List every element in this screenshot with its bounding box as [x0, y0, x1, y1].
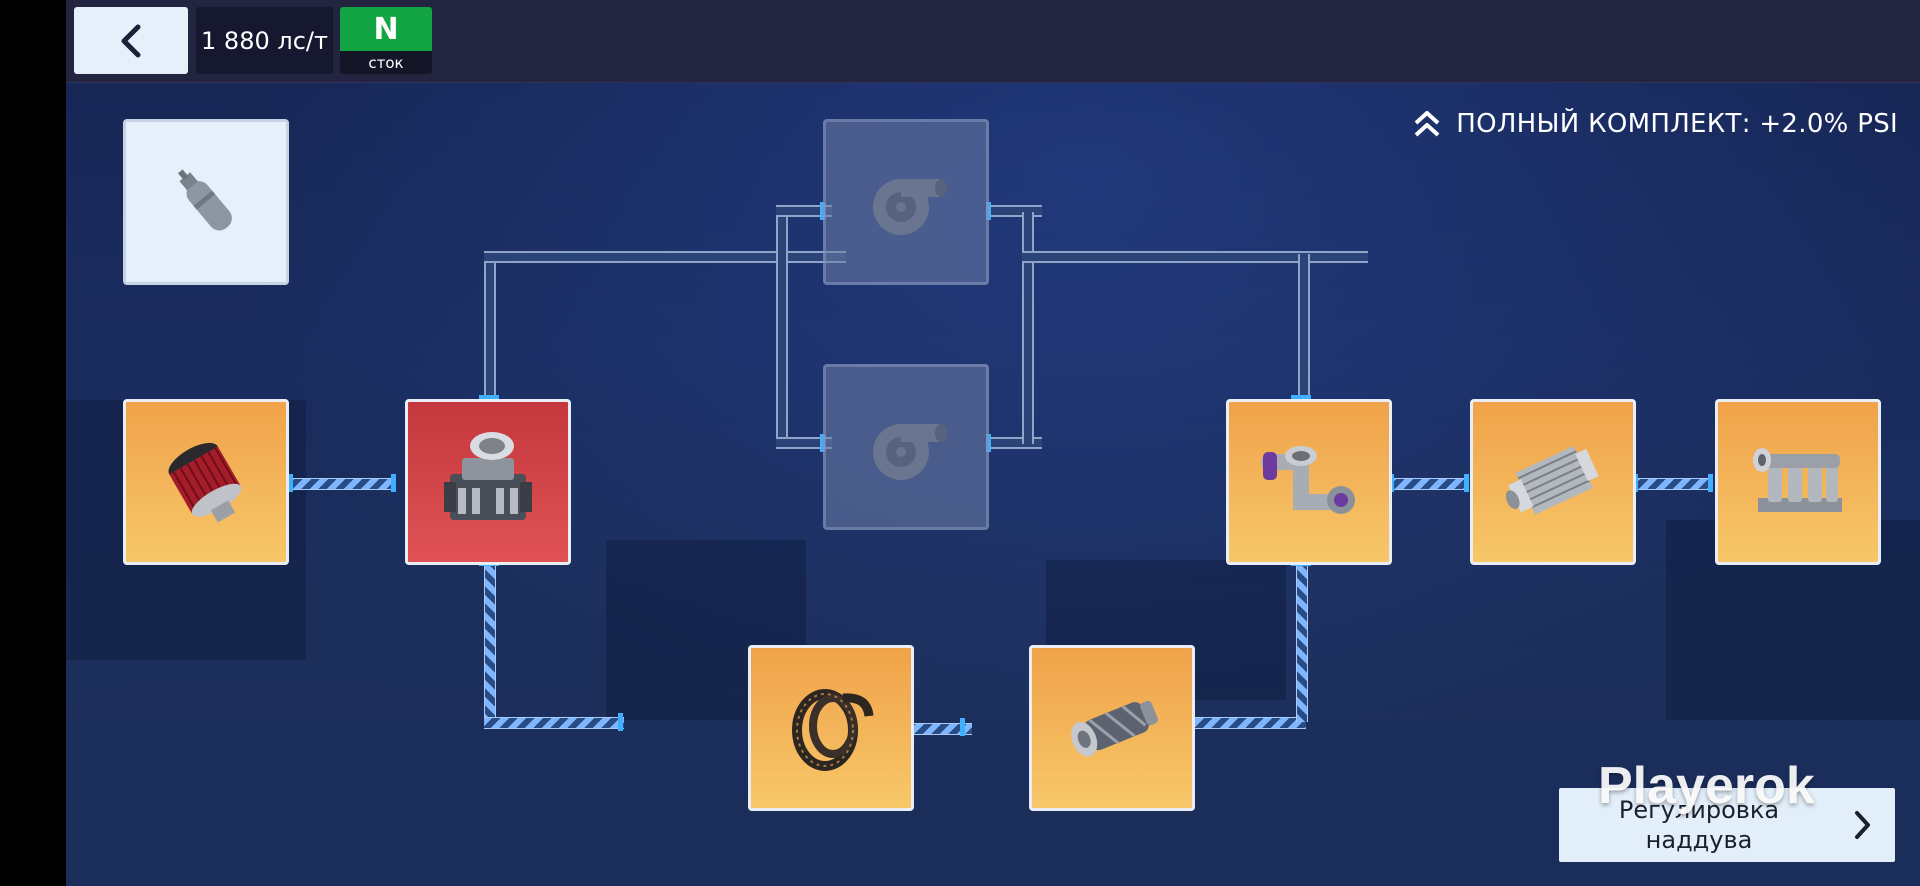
- turbo-kit-icon: [1261, 446, 1355, 514]
- connector-port: [1708, 474, 1713, 492]
- part-tile-intercooler[interactable]: [1470, 399, 1636, 565]
- pipe-segment: [776, 205, 832, 217]
- nitrous-bottle-icon: [177, 169, 232, 231]
- pipe-segment: [484, 251, 846, 263]
- air-filter-icon: [168, 442, 242, 523]
- part-tile-turbo-bottom[interactable]: [823, 364, 989, 530]
- part-tile-air-filter[interactable]: [123, 399, 289, 565]
- full-set-bonus-text: ПОЛНЫЙ КОМПЛЕКТ: +2.0% PSI: [1456, 109, 1898, 139]
- connector-port: [820, 434, 825, 452]
- part-tile-belt[interactable]: [748, 645, 914, 811]
- part-tile-turbo-kit[interactable]: [1226, 399, 1392, 565]
- intake-manifold-icon: [1753, 448, 1842, 512]
- full-set-bonus: ПОЛНЫЙ КОМПЛЕКТ: +2.0% PSI: [1412, 104, 1898, 144]
- connector-port: [1291, 395, 1311, 400]
- connector-port: [479, 395, 499, 400]
- pipe-segment: [1632, 478, 1708, 490]
- pipe-segment: [1022, 212, 1034, 444]
- part-tile-nitrous[interactable]: [123, 119, 289, 285]
- connector-port: [618, 713, 623, 731]
- pipe-segment: [1022, 251, 1368, 263]
- chevron-left-icon: [121, 24, 141, 57]
- connector-port: [288, 474, 293, 492]
- turbo-icon: [873, 179, 947, 235]
- belt-icon: [792, 689, 874, 771]
- gear-badge: N сток: [340, 7, 432, 74]
- tuning-screen: 1 880 лс/т N сток ПОЛНЫЙ КОМПЛЕКТ: +2.0%…: [66, 0, 1920, 886]
- connector-port: [820, 202, 825, 220]
- pipe-segment: [286, 478, 396, 490]
- connector-port: [391, 474, 396, 492]
- part-tile-supercharger[interactable]: [1029, 645, 1195, 811]
- part-tile-intake-manifold[interactable]: [1715, 399, 1881, 565]
- turbo-icon: [873, 424, 947, 480]
- pipe-segment: [1388, 478, 1464, 490]
- pipe-segment: [776, 437, 832, 449]
- gear-label: сток: [368, 53, 404, 72]
- boost-tuning-label: Регулировка наддува: [1618, 796, 1780, 854]
- pipe-segment: [1296, 562, 1308, 722]
- pipe-segment: [484, 562, 496, 722]
- part-tile-turbo-top[interactable]: [823, 119, 989, 285]
- pipe-segment: [1298, 254, 1310, 396]
- top-bar: 1 880 лс/т N сток: [66, 0, 1920, 83]
- watermark: Playerok: [1598, 757, 1815, 815]
- supercharger-icon: [1071, 700, 1158, 757]
- double-chevron-up-icon: [1414, 111, 1440, 137]
- chevron-right-icon: [1845, 808, 1879, 842]
- engine-icon: [444, 432, 532, 520]
- connector-port: [960, 718, 965, 736]
- pipe-segment: [484, 254, 496, 396]
- pipe-segment: [776, 212, 788, 444]
- part-tile-engine[interactable]: [405, 399, 571, 565]
- gear-letter: N: [340, 7, 432, 51]
- back-button[interactable]: [74, 7, 188, 74]
- connector-port: [1464, 474, 1469, 492]
- pipe-segment: [484, 717, 624, 729]
- boost-tuning-button[interactable]: Регулировка наддува: [1559, 788, 1895, 862]
- power-to-weight-readout: 1 880 лс/т: [196, 7, 333, 74]
- intercooler-icon: [1505, 445, 1599, 515]
